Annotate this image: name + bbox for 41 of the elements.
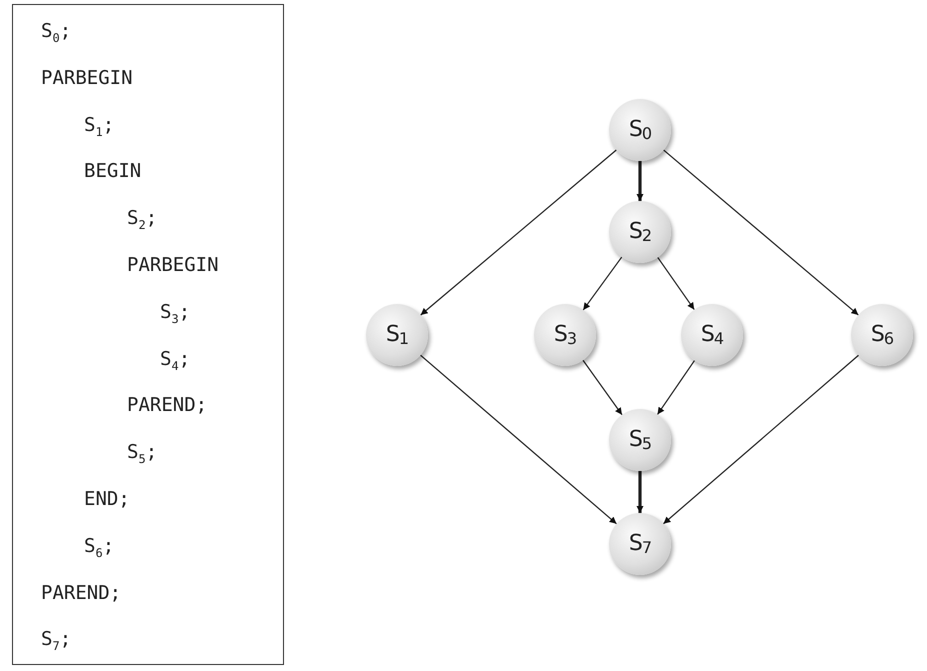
code-line: BEGIN: [84, 159, 142, 184]
statement-label: S$_{0}$: [628, 117, 652, 143]
code-line: S$_{0}$;: [41, 19, 72, 47]
statement-label: S$_{1}$: [386, 322, 408, 348]
statement-label: S$_{5}$: [628, 427, 652, 453]
code-line: PAREND;: [41, 580, 122, 605]
code-line: S$_{2}$;: [127, 206, 158, 234]
code-line: PARBEGIN: [127, 253, 219, 277]
arrow: [663, 150, 859, 316]
statement-node: [366, 304, 428, 366]
arrow: [663, 354, 859, 524]
arrow: [657, 257, 695, 310]
statement-node: [609, 99, 671, 161]
code-line: S$_{5}$;: [127, 440, 158, 468]
code-line: PAREND;: [127, 393, 208, 418]
code-line: S$_{3}$;: [160, 300, 190, 328]
arrow: [582, 360, 622, 416]
arrow: [636, 471, 644, 513]
code-line: S$_{7}$;: [41, 627, 72, 656]
statement-label: S$_{4}$: [700, 322, 724, 348]
code-line: S$_{4}$;: [160, 346, 190, 375]
arrow: [657, 360, 695, 415]
arrow: [420, 354, 617, 524]
statement-label: S$_{3}$: [554, 322, 576, 348]
code-line: PARBEGIN: [41, 66, 133, 90]
statement-node: [851, 304, 913, 366]
statement-label: S$_{2}$: [628, 219, 652, 245]
statement-node: [534, 304, 596, 366]
statement-node: [609, 513, 671, 575]
statement-node: [681, 304, 743, 366]
code-panel: [12, 4, 284, 665]
arrow: [582, 256, 622, 310]
statement-node: [609, 409, 671, 471]
code-line: S$_{1}$;: [84, 112, 114, 141]
code-line: S$_{6}$;: [84, 534, 114, 562]
statement-label: S$_{7}$: [628, 531, 652, 557]
statement-label: S$_{6}$: [870, 322, 894, 348]
arrow: [636, 161, 644, 201]
arrow: [420, 150, 617, 316]
code-line: END;: [84, 487, 130, 511]
statement-node: [609, 201, 671, 263]
